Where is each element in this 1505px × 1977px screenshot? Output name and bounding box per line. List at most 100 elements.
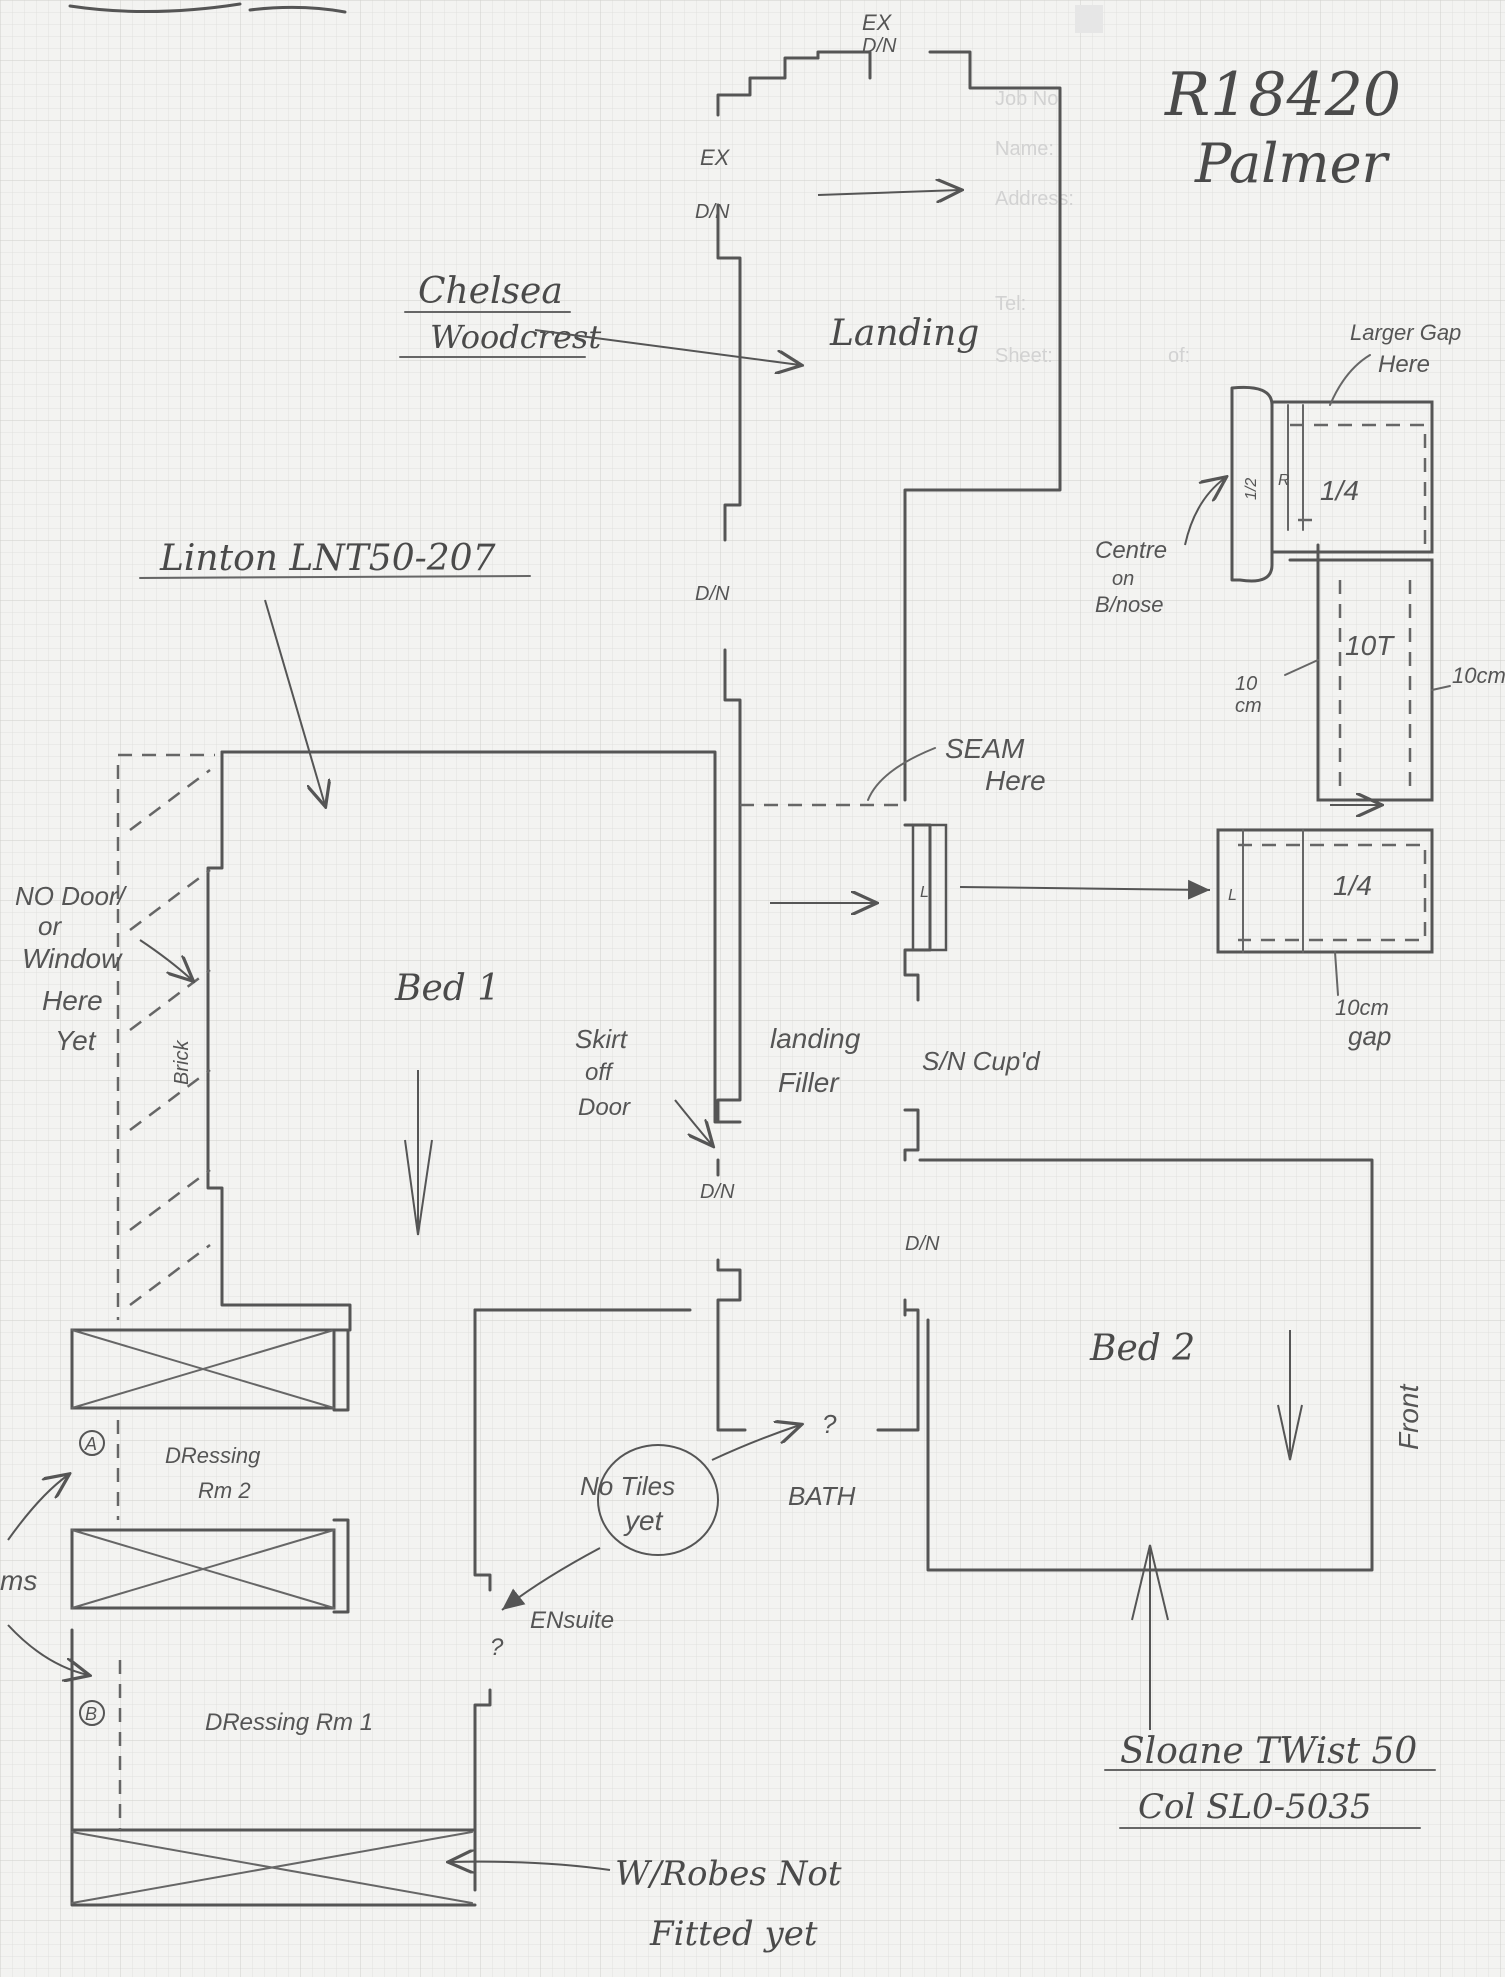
sloane-pointer-arrow xyxy=(1131,1544,1169,1730)
stair-quarter-top: 1/4 xyxy=(1320,475,1359,506)
front-label: Front xyxy=(1393,1383,1424,1450)
stair-r: R xyxy=(1278,472,1290,489)
dn-mark-bed2-door: D/N xyxy=(905,1233,940,1255)
ex-dn-top-dn: D/N xyxy=(862,35,897,57)
bed2-walls xyxy=(918,1158,1374,1572)
sn-cupd-label: S/N Cup'd xyxy=(922,1046,1041,1076)
marker-a-label: A xyxy=(84,1434,97,1454)
header-scribble xyxy=(68,2,347,14)
form-name-label: Name: xyxy=(995,138,1054,160)
ten-cm-left-line2: cm xyxy=(1235,695,1262,717)
dressing-room-2 xyxy=(70,1328,350,1614)
ten-cm-right: 10cm xyxy=(1452,663,1505,688)
skirt-arrow xyxy=(674,1099,712,1145)
centre-arrow xyxy=(1184,478,1225,546)
no-door-line5: Yet xyxy=(55,1025,97,1056)
no-door-line1: NO Door/ xyxy=(15,881,128,911)
chelsea-label-line2: Woodcrest xyxy=(430,318,601,356)
bath-q-mark: ? xyxy=(822,1409,837,1439)
ensuite-q-mark: ? xyxy=(490,1634,504,1661)
seam-pointer xyxy=(867,747,936,801)
dn-mark-bed1-door: D/N xyxy=(700,1181,735,1203)
bed2-label: Bed 2 xyxy=(1089,1328,1195,1369)
dressing-rm1-label: DRessing Rm 1 xyxy=(205,1709,373,1736)
larger-gap-line1: Larger Gap xyxy=(1350,320,1461,345)
ten-cm-right-pointer xyxy=(1431,685,1451,691)
skirt-line2: off xyxy=(585,1059,614,1086)
dn-mark-upper: D/N xyxy=(695,201,730,223)
no-tiles-line1: No Tiles xyxy=(580,1471,675,1501)
wardrobe-middle xyxy=(70,1528,336,1610)
corridor-stair-l: L xyxy=(920,884,929,901)
ms-arrow-lower xyxy=(7,1624,88,1675)
skirt-line1: Skirt xyxy=(575,1024,629,1054)
chelsea-label-line1: Chelsea xyxy=(418,271,563,312)
bed1-walls xyxy=(116,750,742,1332)
dressing-rm2-line1: DRessing xyxy=(165,1443,261,1468)
marker-b-label: B xyxy=(85,1704,97,1724)
no-tiles-arrow-ensuite xyxy=(501,1547,601,1611)
no-tiles-arrow-bath xyxy=(711,1425,800,1461)
ten-cm-gap-line2: gap xyxy=(1348,1021,1391,1051)
job-form-area: Job No Name: Address: Tel: Sheet: of: xyxy=(995,5,1190,367)
brick-label: Brick xyxy=(171,1040,193,1085)
chelsea-pointer-arrow xyxy=(534,329,800,365)
landing-door-marks: EX D/N EX D/N D/N xyxy=(695,10,897,605)
no-tiles-bubble xyxy=(597,1444,719,1556)
skirt-line3: Door xyxy=(578,1094,631,1121)
wrobes-arrow xyxy=(450,1862,611,1870)
linton-pointer-arrow xyxy=(264,599,325,805)
stair-quarter-bottom: 1/4 xyxy=(1333,870,1372,901)
ex-label: EX xyxy=(700,145,731,170)
stair-l: L xyxy=(1228,887,1237,904)
ensuite-label: ENsuite xyxy=(530,1607,614,1634)
landing-walls xyxy=(716,50,1062,1122)
dressing-rm2-line2: Rm 2 xyxy=(198,1478,251,1503)
ten-cm-gap-line1: 10cm xyxy=(1335,995,1389,1020)
larger-gap-pointer xyxy=(1329,354,1371,406)
stair-half: 1/2 xyxy=(1243,478,1260,500)
seam-line2: Here xyxy=(985,765,1046,796)
landing-filler-line2: Filler xyxy=(778,1067,840,1098)
form-of-label: of: xyxy=(1168,345,1190,367)
sloane-label-line2: Col SL0-5035 xyxy=(1138,1787,1372,1827)
centre-line3: B/nose xyxy=(1095,592,1164,617)
landing-arrow-upper xyxy=(817,190,960,195)
landing-label: Landing xyxy=(829,313,979,354)
form-sheet-label: Sheet: xyxy=(995,345,1053,367)
stair-transfer-arrow xyxy=(959,879,1211,900)
seam-line1: SEAM xyxy=(945,733,1025,764)
bed1-label: Bed 1 xyxy=(394,968,500,1009)
ten-cm-left-line1: 10 xyxy=(1235,673,1257,695)
job-ref: R18420 xyxy=(1164,60,1401,130)
bed1-pile-direction-arrow xyxy=(404,1070,433,1236)
no-door-arrow xyxy=(139,939,192,980)
marker-b xyxy=(79,1700,105,1726)
ten-cm-left-pointer xyxy=(1284,659,1319,676)
form-address-label: Address: xyxy=(995,188,1074,210)
no-door-note: NO Door/ or Window Here Yet xyxy=(15,881,192,1056)
wrobes-line1: W/Robes Not xyxy=(615,1854,842,1894)
ex-dn-top-ex: EX xyxy=(862,10,893,35)
ms-label: ms xyxy=(0,1565,37,1596)
form-job-no-label: Job No xyxy=(995,88,1058,110)
no-tiles-line2: yet xyxy=(623,1505,664,1536)
stair-bullnose xyxy=(1230,385,1274,583)
centre-line1: Centre xyxy=(1095,537,1167,564)
no-door-line4: Here xyxy=(42,985,103,1016)
landing-filler-line1: landing xyxy=(770,1023,861,1054)
wardrobe-top xyxy=(70,1328,336,1410)
centre-line2: on xyxy=(1112,568,1134,590)
no-door-line3: Window xyxy=(22,943,123,974)
stair-ten-t: 10T xyxy=(1345,630,1395,661)
bed2-pile-direction-arrow xyxy=(1277,1330,1303,1461)
larger-gap-line2: Here xyxy=(1378,351,1430,378)
dn-mark-middle: D/N xyxy=(695,583,730,605)
form-tel-label: Tel: xyxy=(995,293,1026,315)
dressing-room-1 xyxy=(70,1628,477,1907)
job-name: Palmer xyxy=(1194,132,1391,195)
marker-a xyxy=(79,1430,105,1456)
